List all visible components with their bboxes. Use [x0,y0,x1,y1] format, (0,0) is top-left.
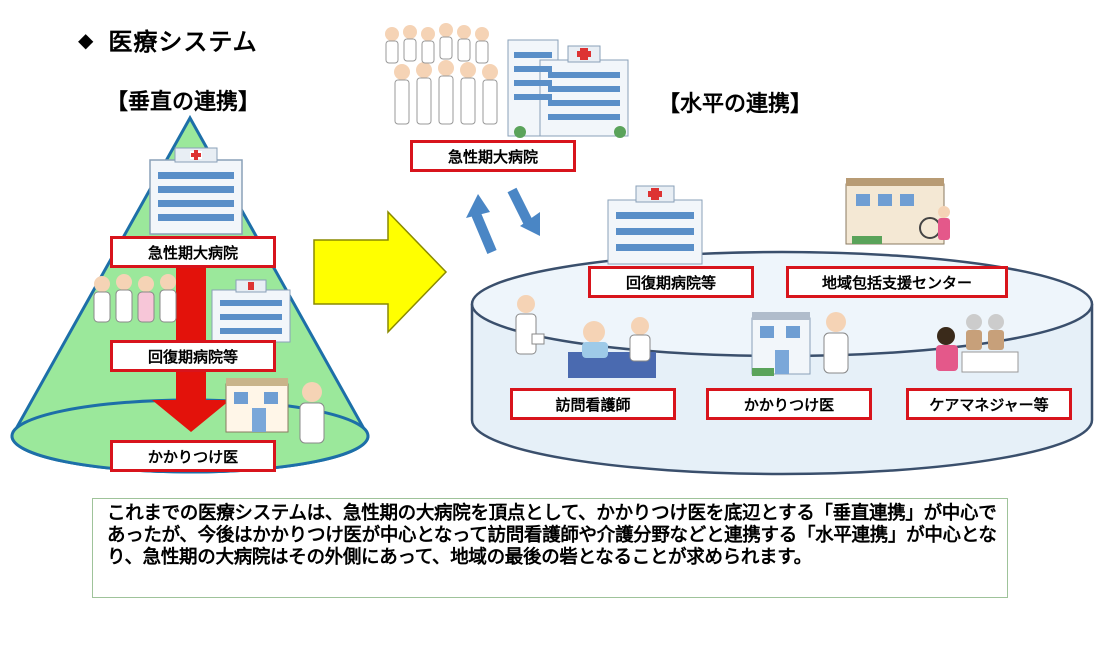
explanation-note: これまでの医療システムは、急性期の大病院を頂点として、かかりつけ医を底辺とする「… [92,498,1008,598]
title-text: 医療システム [108,28,258,56]
medical-staff-group-icon [93,274,177,323]
horizontal-box-rehab-hospital: 回復期病院等 [588,266,754,298]
patient-bed-icon [568,317,656,378]
community-center-icon [845,178,950,245]
clinic-building-icon [211,279,291,343]
page-title: ◆ 医療システム [78,22,258,57]
hospital-building-icon [149,147,243,235]
rehab-hospital-icon [607,185,703,265]
exchange-arrows [466,187,540,254]
doctor-icon [299,382,325,444]
horizontal-heading: 【水平の連携】 [658,92,813,117]
down-arrow [152,268,230,432]
care-manager-icon [936,314,1019,373]
family-doctor-clinic-icon [751,312,849,376]
vertical-box-rehab-hospital: 回復期病院等 [110,340,276,372]
visiting-nurse-icon [515,295,545,355]
diamond-bullet: ◆ [78,27,95,52]
horizontal-box-care-manager: ケアマネジャー等 [906,388,1072,420]
vertical-box-acute-hospital: 急性期大病院 [110,236,276,268]
general-hospital-icon [507,39,629,138]
horizontal-box-community-center: 地域包括支援センター [786,266,1008,298]
horizontal-box-visiting-nurse: 訪問看護師 [510,388,676,420]
vertical-box-family-doctor: かかりつけ医 [110,440,276,472]
transition-arrow [313,210,448,334]
vertical-heading: 【垂直の連携】 [106,90,261,115]
horizontal-box-acute-hospital: 急性期大病院 [410,140,576,172]
staff-crowd-icon [385,23,498,125]
horizontal-box-family-doctor: かかりつけ医 [706,388,872,420]
family-clinic-icon [225,378,289,433]
